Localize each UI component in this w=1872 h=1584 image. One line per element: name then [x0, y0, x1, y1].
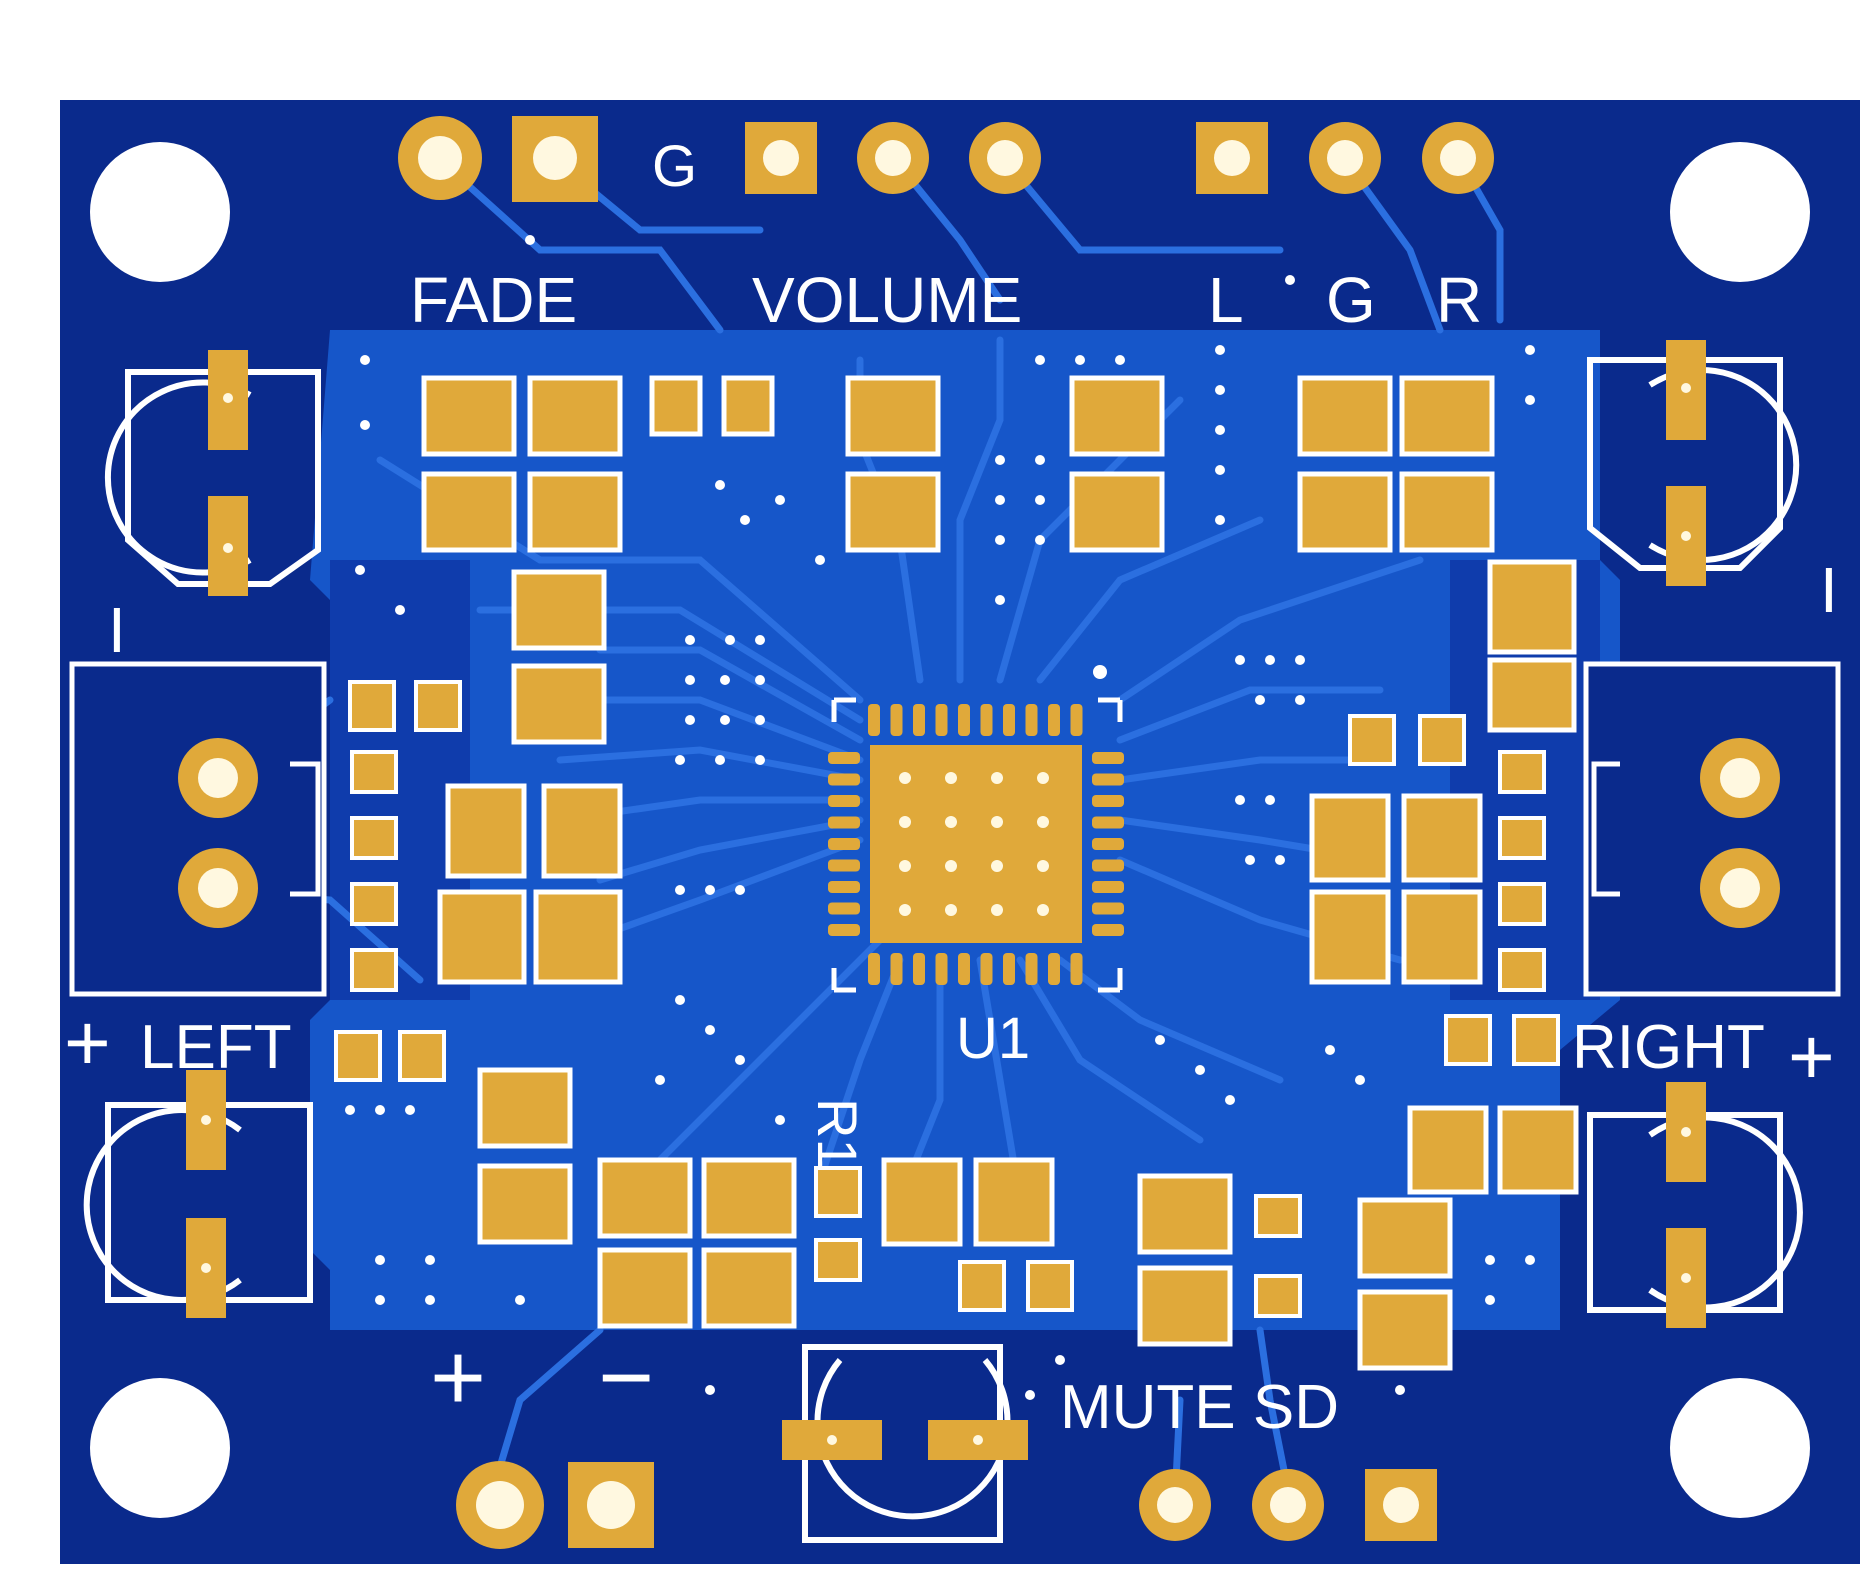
thermal-via — [945, 816, 957, 828]
label-right: RIGHT — [1572, 1013, 1765, 1082]
ic-pin — [935, 953, 948, 985]
thermal-via — [899, 904, 911, 916]
ic-pin — [958, 953, 970, 985]
ic-pin — [958, 704, 970, 736]
mounting-hole-bottom-right — [1670, 1378, 1810, 1518]
label-volume: VOLUME — [752, 264, 1022, 336]
ic-pin — [1092, 795, 1124, 807]
thermal-via — [899, 772, 911, 784]
ic-pin — [868, 704, 880, 736]
ic-pin — [1048, 704, 1060, 736]
ic-pin — [828, 795, 860, 807]
ic-pin — [1003, 704, 1015, 736]
ic-pin — [828, 881, 860, 893]
mounting-hole-top-right — [1670, 142, 1810, 282]
label-left: LEFT — [140, 1013, 292, 1082]
left-terminal — [69, 661, 327, 997]
ic-pin — [1092, 881, 1124, 893]
ic-pin — [913, 953, 925, 985]
ic-pin — [1003, 953, 1015, 985]
capacitor-top-right — [1587, 357, 1800, 571]
ic-pin — [1092, 752, 1124, 764]
label-l: L — [1208, 264, 1244, 336]
thermal-via — [1037, 860, 1049, 872]
label-u1: U1 — [956, 1006, 1030, 1071]
thermal-via — [1037, 904, 1049, 916]
label-mute-sd: MUTE SD — [1060, 1373, 1339, 1442]
smd-pads-large — [421, 375, 1579, 1371]
ic-pin — [868, 953, 880, 985]
thermal-via — [991, 904, 1003, 916]
label-right-bar: I — [1820, 554, 1838, 626]
label-right-plus: + — [1788, 1012, 1835, 1101]
u1-ic — [828, 665, 1124, 993]
thermal-via — [899, 860, 911, 872]
ic-pin — [1092, 902, 1124, 915]
thermal-via — [945, 860, 957, 872]
label-fade: FADE — [410, 264, 577, 336]
label-g: G — [1326, 264, 1376, 336]
ic-pin — [1092, 924, 1124, 936]
thermal-via — [1037, 816, 1049, 828]
right-terminal — [1583, 661, 1841, 997]
ic-pin — [828, 773, 860, 786]
thermal-via — [991, 772, 1003, 784]
ic-pin — [935, 704, 948, 736]
ic-pin — [828, 816, 860, 829]
smd-pads-small — [334, 680, 1560, 1318]
capacitor-pad-dots — [201, 383, 1691, 1445]
ic-pin — [1092, 773, 1124, 786]
label-left-plus: + — [64, 998, 111, 1087]
ic-pin — [890, 704, 903, 736]
ic-pin — [913, 704, 925, 736]
ic-pin — [828, 838, 860, 850]
silkscreen-labels: G FADE VOLUME L G R I I + LEFT RIGHT + U… — [64, 134, 1838, 1442]
label-left-bar: I — [108, 594, 126, 666]
mounting-hole-bottom-left — [90, 1378, 230, 1518]
ic-pin — [1092, 859, 1124, 872]
label-r: R — [1436, 264, 1482, 336]
ic-pin — [828, 924, 860, 936]
bottom-header-pads — [456, 1461, 1437, 1549]
mounting-holes — [90, 142, 1810, 1518]
ic-pin — [980, 704, 993, 736]
top-header-pads — [398, 116, 1494, 202]
vias — [345, 235, 1535, 1400]
label-plus: + — [430, 1324, 486, 1431]
thermal-via — [945, 904, 957, 916]
capacitor-top-left — [104, 369, 321, 587]
ic-pin — [1092, 838, 1124, 850]
ic-pin — [890, 953, 903, 985]
thermal-via — [899, 816, 911, 828]
ic-pin — [828, 859, 860, 872]
ic-pin — [980, 953, 993, 985]
mounting-hole-top-left — [90, 142, 230, 282]
ic-pin — [1070, 704, 1083, 736]
thermal-via — [945, 772, 957, 784]
thermal-via — [1037, 772, 1049, 784]
ic-pin — [828, 752, 860, 764]
label-top-g: G — [652, 134, 697, 199]
ic-pin — [1092, 816, 1124, 829]
ic-pin — [828, 902, 860, 915]
ic-pin — [1070, 953, 1083, 985]
ic-pin — [1025, 704, 1038, 736]
capacitor-bottom-right — [1587, 1112, 1803, 1313]
thermal-via — [991, 816, 1003, 828]
ic-pin — [1048, 953, 1060, 985]
label-minus: − — [598, 1324, 654, 1431]
thermal-via — [991, 860, 1003, 872]
label-r1: R1 — [806, 1098, 869, 1170]
ic-pin — [1025, 953, 1038, 985]
